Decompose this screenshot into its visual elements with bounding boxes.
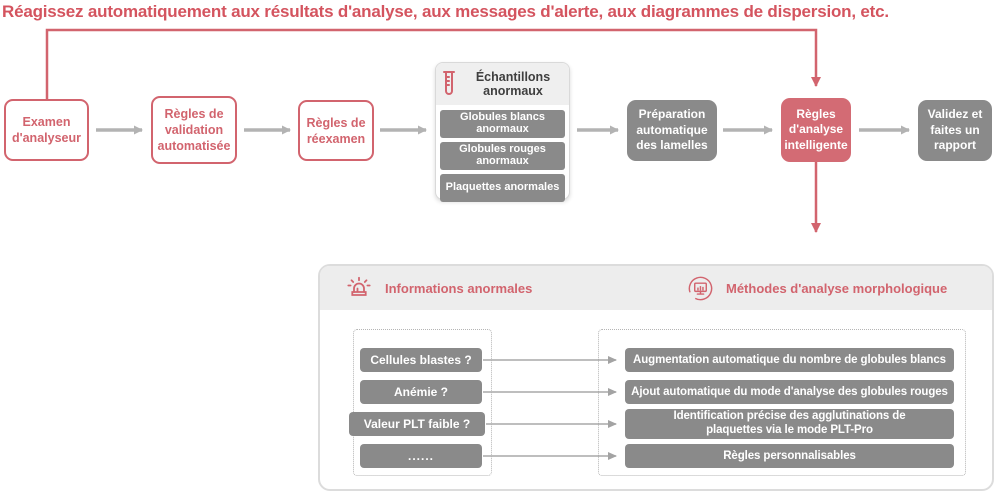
flow-box-examen-analyseur: Examen d'analyseur <box>4 99 89 161</box>
panel-header <box>320 266 992 310</box>
abnormal-samples-title: Échantillons anormaux <box>475 69 551 98</box>
sample-chip-plaquettes: Plaquettes anormales <box>440 174 565 202</box>
chip-autres: ...... <box>360 444 482 468</box>
page-title: Réagissez automatiquement aux résultats … <box>2 2 889 21</box>
chip-identification-plt-pro: Identification précise des agglutination… <box>625 409 954 439</box>
chip-anemie: Anémie ? <box>360 380 482 404</box>
chip-ajout-mode-globules-rouges: Ajout automatique du mode d'analyse des … <box>625 380 954 404</box>
alarm-icon <box>347 276 371 296</box>
morphology-methods-label: Méthodes d'analyse morphologique <box>726 280 948 296</box>
morphology-methods-group <box>598 329 966 476</box>
flow-box-validez-rapport: Validez et faites un rapport <box>918 100 992 161</box>
test-tube-icon <box>443 71 455 95</box>
mapping-arrows <box>483 356 617 460</box>
chip-cellules-blastes: Cellules blastes ? <box>360 348 482 372</box>
chip-augmentation-globules-blancs: Augmentation automatique du nombre de gl… <box>625 348 954 372</box>
abnormal-info-label: Informations anormales <box>385 280 533 296</box>
chip-regles-personnalisables: Règles personnalisables <box>625 444 954 468</box>
monitor-chart-icon <box>688 276 713 300</box>
abnormal-info-header: Informations anormales <box>346 266 532 310</box>
flow-box-regles-analyse-intelligente: Règles d'analyse intelligente <box>781 98 851 162</box>
abnormal-samples-list: Globules blancs anormaux Globules rouges… <box>436 105 569 206</box>
morphology-methods-header: Méthodes d'analyse morphologique <box>688 266 947 310</box>
feedback-connector <box>45 28 821 99</box>
abnormal-samples-card: Échantillons anormaux Globules blancs an… <box>435 62 570 202</box>
sample-chip-globules-rouges: Globules rouges anormaux <box>440 142 565 170</box>
flow-box-regles-reexamen: Règles de réexamen <box>298 100 374 161</box>
abnormal-info-group <box>353 329 492 476</box>
abnormal-samples-header: Échantillons anormaux <box>436 63 569 105</box>
flow-box-regles-validation: Règles de validation automatisée <box>151 96 237 164</box>
flow-box-preparation-lamelles: Préparation automatique des lamelles <box>627 100 717 161</box>
chip-valeur-plt-faible: Valeur PLT faible ? <box>349 412 485 436</box>
intelligent-rules-panel: Informations anormales Méthodes d'analys… <box>318 264 994 491</box>
sample-chip-globules-blancs: Globules blancs anormaux <box>440 110 565 138</box>
